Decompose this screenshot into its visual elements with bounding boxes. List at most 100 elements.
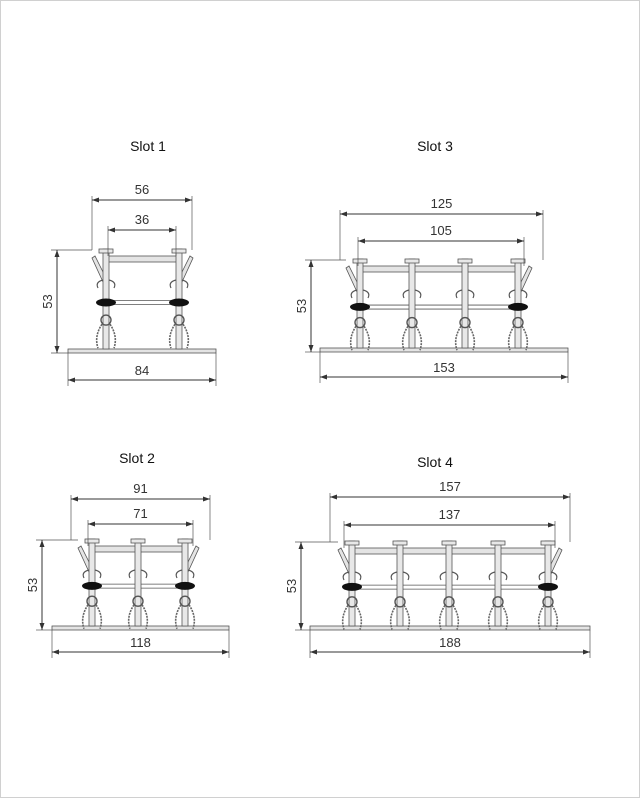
height-label: 53 xyxy=(40,294,55,308)
base-width-label: 153 xyxy=(433,360,455,375)
clip-ring xyxy=(173,314,185,326)
spring-leg xyxy=(95,323,117,349)
clip-ring xyxy=(394,596,406,608)
connector-clip xyxy=(96,298,116,307)
base-plate xyxy=(319,347,569,353)
spring-leg xyxy=(389,604,411,630)
clip-ring xyxy=(346,596,358,608)
clip-ring xyxy=(542,596,554,608)
base-width-label: 118 xyxy=(130,635,151,650)
hook xyxy=(82,569,90,579)
post-cap xyxy=(344,540,360,546)
hook xyxy=(390,571,398,581)
hook xyxy=(414,289,422,299)
inner-width-dimension-arrowheads xyxy=(108,227,176,233)
hook xyxy=(520,289,528,299)
base-plate xyxy=(51,625,230,631)
hook xyxy=(354,571,362,581)
left-flange xyxy=(345,265,361,293)
hook xyxy=(96,279,104,289)
post-cap xyxy=(441,540,457,546)
connector-clip xyxy=(82,581,102,590)
hook xyxy=(402,289,410,299)
clip-ring xyxy=(443,596,455,608)
post-cap xyxy=(84,538,100,544)
spring-leg xyxy=(81,604,103,630)
inner-width-label: 71 xyxy=(133,506,147,521)
hook xyxy=(402,571,410,581)
hook xyxy=(451,571,459,581)
post-cap xyxy=(510,258,526,264)
base-plate xyxy=(67,348,217,354)
spring-leg xyxy=(438,604,460,630)
hook xyxy=(362,289,370,299)
clip-ring xyxy=(132,595,144,607)
post-cap xyxy=(171,248,187,254)
right-flange xyxy=(547,547,563,575)
outer-width-label: 157 xyxy=(439,479,461,494)
spring-leg xyxy=(341,604,363,630)
right-flange xyxy=(178,255,194,283)
outer-width-label: 56 xyxy=(135,182,149,197)
spring-leg xyxy=(401,325,423,351)
slot-3-title: Slot 3 xyxy=(417,138,453,154)
post xyxy=(461,258,469,349)
hook xyxy=(108,279,116,289)
hook xyxy=(439,571,447,581)
hook xyxy=(175,569,183,579)
spring-leg xyxy=(537,604,559,630)
left-flange xyxy=(337,547,353,575)
base-width-label: 188 xyxy=(439,635,461,650)
spring-leg xyxy=(168,323,190,349)
connector-clip xyxy=(508,302,528,311)
inner-width-label: 137 xyxy=(439,507,461,522)
outer-width-label: 125 xyxy=(431,196,453,211)
post xyxy=(408,258,416,349)
connector-clip xyxy=(175,581,195,590)
right-flange xyxy=(517,265,533,293)
clip-ring xyxy=(406,316,418,329)
post-cap xyxy=(130,538,146,544)
hook xyxy=(140,569,148,579)
post-cap xyxy=(392,540,408,546)
connector-clip xyxy=(342,582,362,591)
post-cap xyxy=(540,540,556,546)
clip-ring xyxy=(512,316,524,329)
hook xyxy=(169,279,177,289)
hook xyxy=(342,571,350,581)
hook xyxy=(550,571,558,581)
clip-ring xyxy=(459,316,471,329)
slot-4-title: Slot 4 xyxy=(417,454,453,470)
connector-clip xyxy=(350,302,370,311)
spring-leg xyxy=(487,604,509,630)
hook xyxy=(508,289,516,299)
clip-ring xyxy=(179,595,191,607)
post-cap xyxy=(490,540,506,546)
spring-leg xyxy=(507,325,529,351)
top-bar xyxy=(359,265,519,273)
inner-width-label: 105 xyxy=(430,223,452,238)
post xyxy=(396,540,404,627)
slot-3-drawing: 125 105 153 53 xyxy=(294,196,569,383)
base-plate xyxy=(309,625,591,631)
clip-ring xyxy=(86,595,98,607)
hook xyxy=(455,289,463,299)
spring-leg xyxy=(454,325,476,351)
height-label: 53 xyxy=(25,578,40,592)
slot-1-title: Slot 1 xyxy=(130,138,166,154)
connector-clip xyxy=(538,582,558,591)
height-label: 53 xyxy=(294,299,309,313)
post-cap xyxy=(457,258,473,264)
hook xyxy=(187,569,195,579)
post-cap xyxy=(98,248,114,254)
connector-clip xyxy=(169,298,189,307)
hook xyxy=(94,569,102,579)
clip-ring xyxy=(492,596,504,608)
hook xyxy=(467,289,475,299)
height-label: 53 xyxy=(284,579,299,593)
post-cap xyxy=(404,258,420,264)
post xyxy=(134,538,142,627)
